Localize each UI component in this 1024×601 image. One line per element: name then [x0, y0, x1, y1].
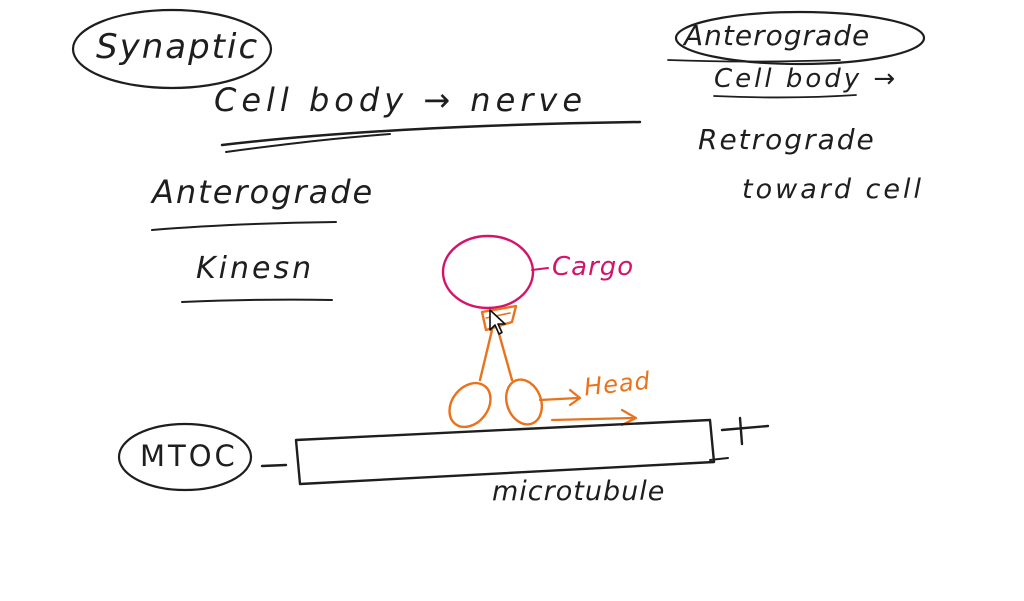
cargo-circle	[441, 234, 535, 310]
cell-body-nerve-underline	[220, 120, 642, 147]
anterograde-right-circle	[674, 10, 926, 66]
direction-arrow	[550, 408, 638, 427]
cargo-label: Cargo	[552, 252, 635, 282]
cargo-pointer	[531, 267, 549, 271]
toward-cell-note: toward cell	[742, 174, 925, 205]
anterograde-right-note: Anterograde	[684, 19, 871, 52]
kinesin-head-left	[448, 381, 492, 429]
synaptic-note: Synaptic	[96, 27, 260, 67]
plus-end-sign	[720, 416, 770, 446]
anterograde-left-underline	[151, 221, 337, 231]
mtoc-circle	[117, 422, 253, 492]
kinesin-note: Kinesn	[196, 251, 315, 286]
anterograde-left-note: Anterograde	[152, 173, 375, 211]
microtubule-extension	[709, 457, 729, 461]
kinesin-underline	[181, 298, 333, 303]
minus-end-dash	[260, 463, 288, 468]
minus-end-label: -	[262, 448, 264, 449]
microtubule-label: microtubule	[492, 476, 666, 507]
anterograde-right-underline	[667, 59, 841, 63]
synaptic-circle	[71, 8, 273, 90]
mouse-cursor-icon	[489, 309, 506, 335]
cell-body-right-note: Cell body →	[714, 64, 899, 94]
kinesin-head-right	[504, 378, 544, 426]
mtoc-label: MTOC	[140, 439, 238, 473]
cell-body-nerve-underline-2	[225, 133, 391, 153]
cell-body-right-underline	[713, 94, 857, 99]
retrograde-note: Retrograde	[698, 123, 876, 156]
microtubule	[294, 418, 716, 486]
cargo-adaptor	[480, 304, 518, 332]
cell-body-nerve-note: Cell body → nerve	[214, 81, 588, 119]
head-pointer-arrow	[538, 388, 582, 407]
kinesin-stalk-2	[496, 328, 514, 382]
kinesin-stalk	[478, 328, 494, 382]
head-label: Head	[582, 366, 653, 402]
plus-end-label: +	[734, 418, 737, 419]
